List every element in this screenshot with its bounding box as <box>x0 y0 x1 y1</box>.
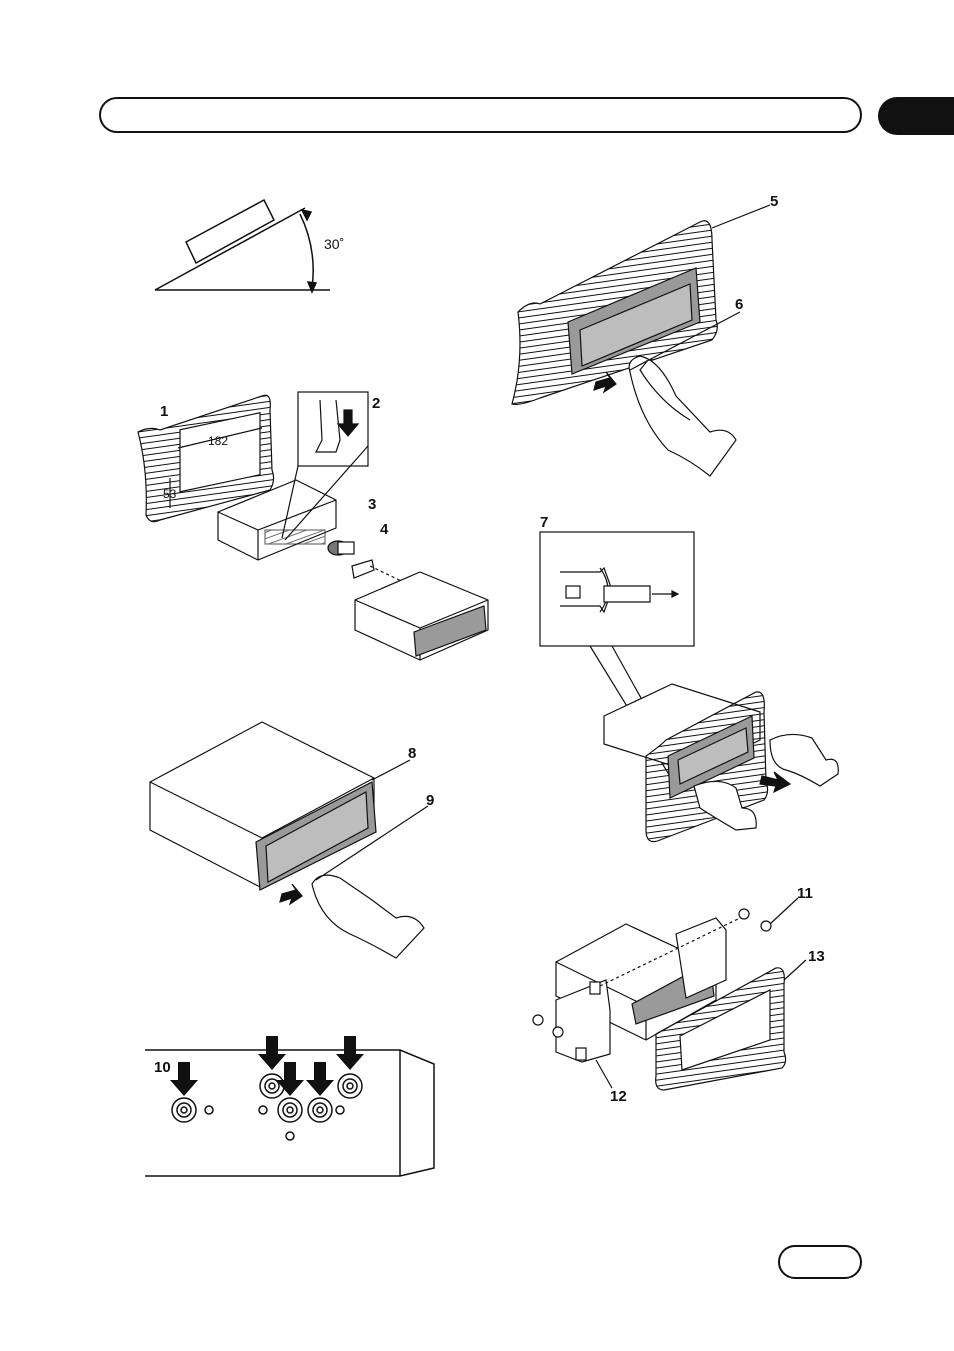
callout-4: 4 <box>380 521 389 538</box>
callout-5: 5 <box>770 193 778 210</box>
trim-removal-unit-figure <box>150 722 428 958</box>
callout-1: 1 <box>160 403 168 420</box>
mounting-angle-figure <box>155 200 330 292</box>
callout-2: 2 <box>372 395 380 412</box>
dashboard-sleeve-figure <box>138 392 488 660</box>
trim-removal-dashboard-figure <box>512 205 770 476</box>
rear-panel-figure <box>145 1036 434 1176</box>
callout-11: 11 <box>797 885 813 902</box>
unit-removal-keys-figure <box>540 532 838 842</box>
callout-3: 3 <box>368 496 376 513</box>
callout-12: 12 <box>610 1088 627 1105</box>
dimension-width: 182 <box>208 434 228 448</box>
callout-13: 13 <box>808 948 825 965</box>
iso-mount-figure <box>533 898 806 1090</box>
callout-6: 6 <box>735 296 743 313</box>
callout-8: 8 <box>408 745 416 762</box>
callout-9: 9 <box>426 792 434 809</box>
dimension-height: 53 <box>163 487 177 501</box>
callout-7: 7 <box>540 514 548 531</box>
callout-10: 10 <box>154 1059 171 1076</box>
angle-label: 30˚ <box>324 236 344 252</box>
